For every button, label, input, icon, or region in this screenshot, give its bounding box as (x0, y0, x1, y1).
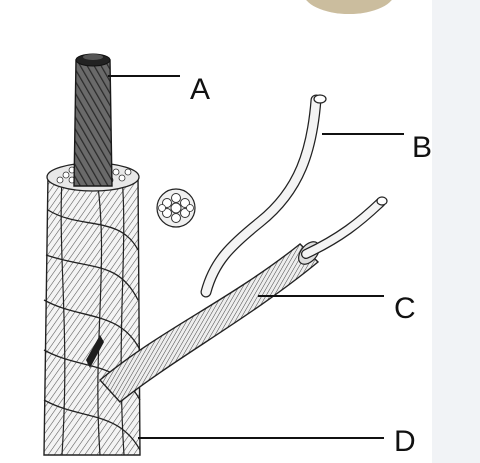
label-a: A (190, 73, 210, 106)
label-d: D (394, 425, 416, 458)
label-c: C (394, 292, 416, 325)
strand-cross-section-icon (157, 189, 195, 227)
core (74, 54, 112, 186)
right-panel (432, 0, 480, 463)
label-b: B (412, 131, 432, 164)
rope (44, 168, 140, 456)
